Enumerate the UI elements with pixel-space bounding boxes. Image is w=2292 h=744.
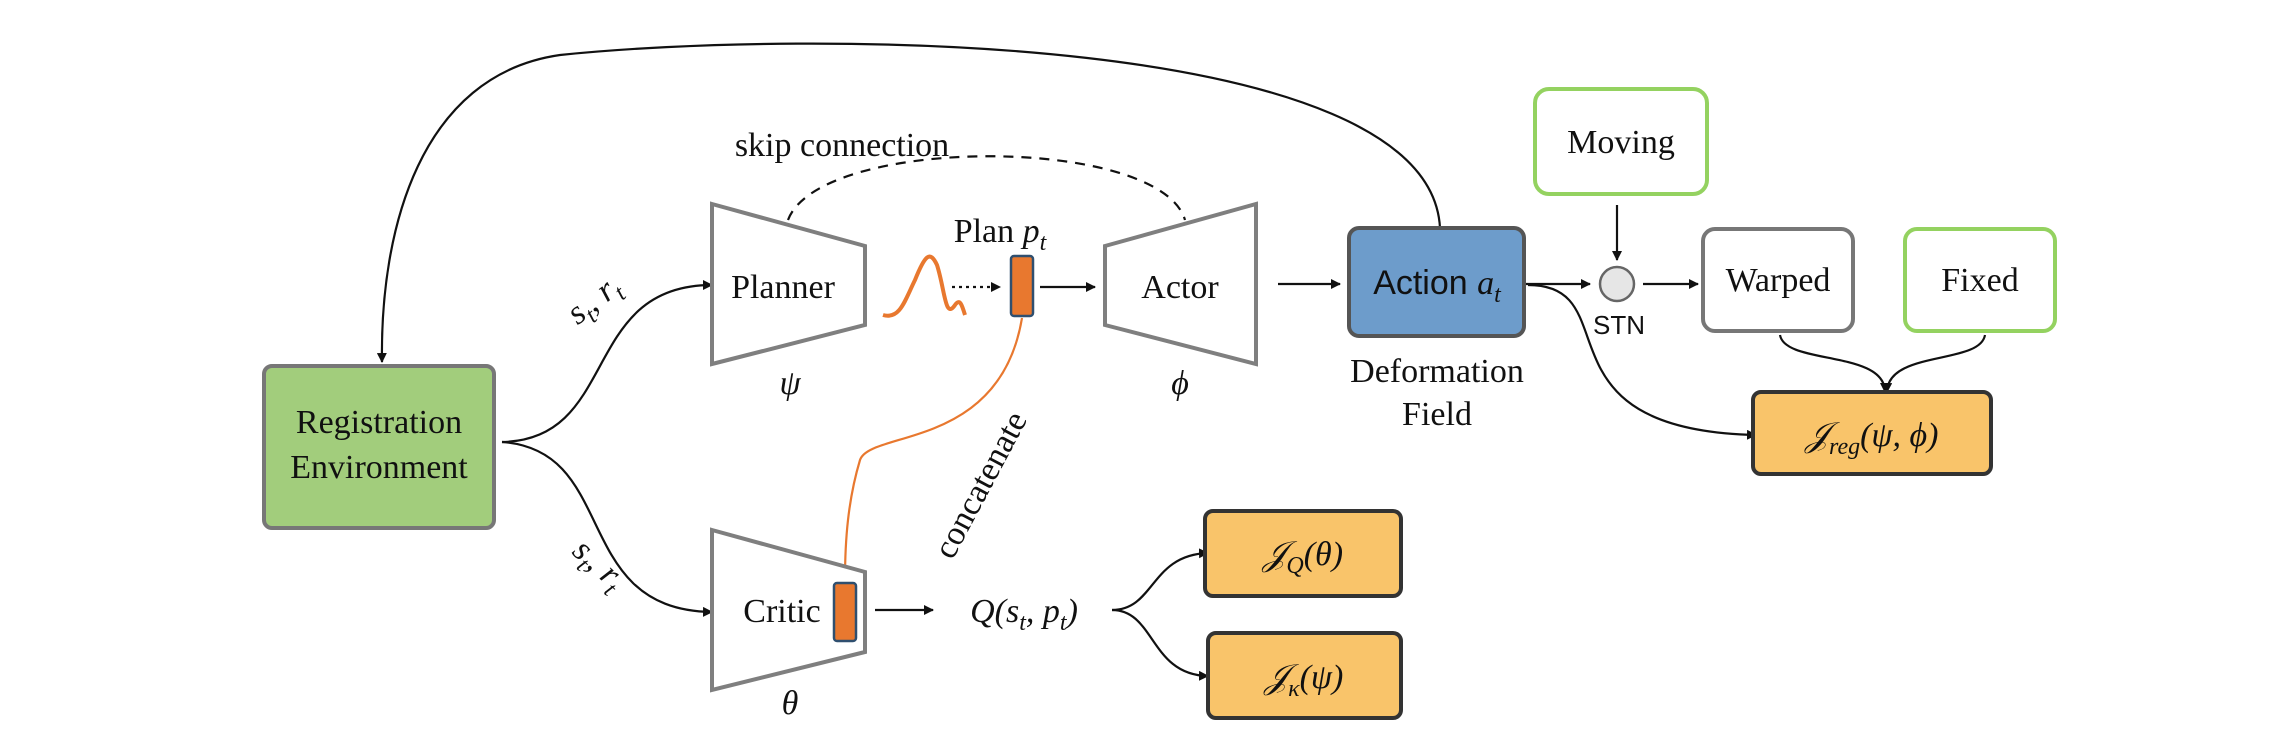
critic-plan-vector xyxy=(832,581,858,643)
deformation-label-line2: Field xyxy=(1402,396,1472,433)
warped-to-jreg-arrow xyxy=(1778,334,1890,393)
registration-environment-box xyxy=(262,364,496,530)
concatenate-label: concatenate xyxy=(927,406,1035,565)
action-box xyxy=(1347,226,1526,338)
concatenate-arrow xyxy=(840,317,1024,581)
registration-label-line1: Registration xyxy=(296,404,462,441)
state-reward-bottom-label: st, rt xyxy=(562,531,634,602)
critic-block xyxy=(710,527,867,693)
critic-param: θ xyxy=(782,685,799,722)
planner-label: Planner xyxy=(731,269,836,306)
jq-loss-box xyxy=(1203,509,1403,598)
jk-label: 𝒥κ(ψ) xyxy=(1263,659,1344,702)
moving-label: Moving xyxy=(1567,124,1675,161)
deformation-label-line1: Deformation xyxy=(1350,353,1524,390)
action-to-jreg-arrow xyxy=(1527,283,1757,440)
fixed-box xyxy=(1903,227,2057,333)
actor-label: Actor xyxy=(1141,269,1219,306)
plan-vector xyxy=(1009,254,1035,318)
fixed-to-jreg-arrow xyxy=(1882,334,1987,393)
moving-box xyxy=(1533,87,1709,196)
action-label: Action at xyxy=(1373,264,1502,308)
actor-param: ϕ xyxy=(1171,365,1189,402)
fixed-label: Fixed xyxy=(1941,262,2018,299)
plan-label: Plan pt xyxy=(954,213,1048,256)
registration-label-line2: Environment xyxy=(290,449,468,486)
skip-connection-arc xyxy=(786,155,1187,221)
jreg-loss-box xyxy=(1751,390,1993,476)
env-to-planner-arrow xyxy=(501,280,713,444)
jk-loss-box xyxy=(1206,631,1403,720)
q-to-jk-arrow xyxy=(1111,608,1209,681)
q-to-jq-arrow xyxy=(1111,548,1209,612)
q-value-label: Q(st, pt) xyxy=(970,593,1078,636)
warped-label: Warped xyxy=(1726,262,1831,299)
stn-node xyxy=(1598,265,1636,303)
actor-block xyxy=(1103,201,1258,367)
jreg-label: 𝒥reg(ψ, ϕ) xyxy=(1804,417,1939,460)
planner-param: ψ xyxy=(779,365,801,402)
critic-label: Critic xyxy=(743,593,820,630)
state-reward-top-label: st, rt xyxy=(560,267,632,337)
skip-connection-label: skip connection xyxy=(735,127,949,164)
warped-box xyxy=(1701,227,1855,333)
jq-label: 𝒥Q(θ) xyxy=(1261,536,1343,579)
feedback-arrow xyxy=(376,42,1442,363)
env-to-critic-arrow xyxy=(501,440,713,617)
stn-label: STN xyxy=(1593,310,1645,340)
planner-block xyxy=(710,201,867,367)
plan-distribution-icon xyxy=(882,254,967,318)
